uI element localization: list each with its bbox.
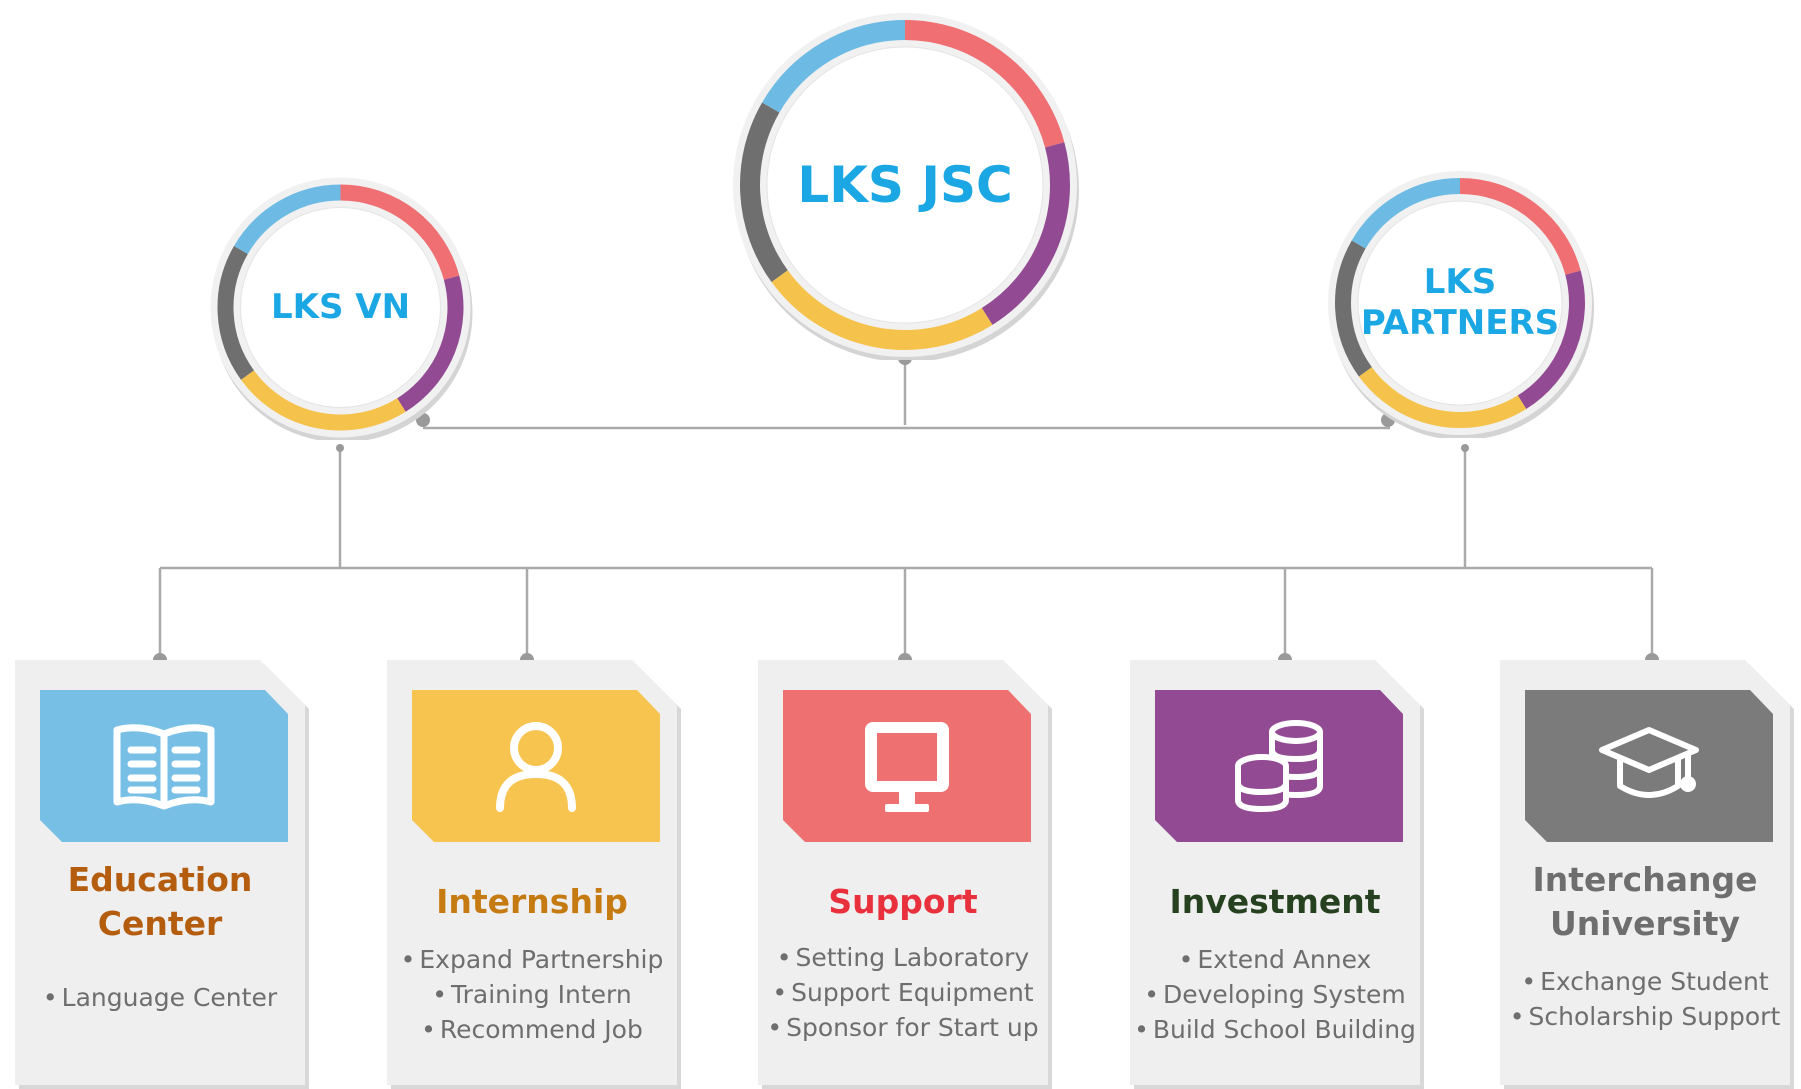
node-lks-partners: LKS PARTNERS <box>1325 168 1595 438</box>
ring-segment <box>233 184 341 255</box>
card-education-center: Education Center Language Center <box>15 660 309 1089</box>
list-item: Recommend Job <box>387 1012 677 1047</box>
card-item-list: Expand Partnership Training Intern Recom… <box>387 942 677 1047</box>
user-icon <box>412 690 660 842</box>
coins-icon <box>1155 690 1403 842</box>
card-item-list: Setting Laboratory Support Equipment Spo… <box>758 940 1048 1045</box>
ring-segment <box>1358 366 1527 428</box>
card-support: Support Setting Laboratory Support Equip… <box>758 660 1052 1089</box>
list-item: Exchange Student <box>1500 964 1790 999</box>
ring-segment <box>340 184 460 280</box>
card-title: Investment <box>1169 882 1381 921</box>
ring-inner-disc <box>240 207 441 408</box>
list-item: Sponsor for Start up <box>758 1010 1048 1045</box>
list-item: Setting Laboratory <box>758 940 1048 975</box>
monitor-icon <box>783 690 1031 842</box>
ring-inner-disc <box>1357 200 1563 406</box>
ring-segment <box>1335 240 1372 377</box>
connector-dot <box>336 444 344 452</box>
node-label-lks-jsc: LKS JSC <box>797 156 1013 214</box>
list-item: Scholarship Support <box>1500 999 1790 1034</box>
list-item: Developing System <box>1130 977 1420 1012</box>
ring-segment <box>740 102 788 282</box>
list-item: Training Intern <box>387 977 677 1012</box>
ring-segment <box>397 275 464 412</box>
list-item: Expand Partnership <box>387 942 677 977</box>
book-icon <box>40 690 288 842</box>
ring-segment <box>981 142 1070 325</box>
card-internship: Internship Expand Partnership Training I… <box>387 660 681 1089</box>
list-item: Extend Annex <box>1130 942 1420 977</box>
ring-segment <box>1517 270 1585 410</box>
node-label-lks-vn: LKS VN <box>270 287 411 328</box>
card-item-list: Extend Annex Developing System Build Sch… <box>1130 942 1420 1047</box>
node-lks-jsc: LKS JSC <box>730 10 1080 360</box>
card-title: Education Center <box>67 860 253 943</box>
card-title: Interchange University <box>1532 860 1758 943</box>
list-item: Support Equipment <box>758 975 1048 1010</box>
card-interchange-university: Interchange University Exchange Student … <box>1500 660 1794 1089</box>
card-item-list: Exchange Student Scholarship Support <box>1500 964 1790 1034</box>
ring-segment <box>217 246 255 380</box>
card-title: Internship <box>436 882 628 921</box>
node-label-lks-partners: LKS PARTNERS <box>1360 262 1560 343</box>
ring-segment <box>771 270 993 350</box>
ring-segment <box>240 370 406 431</box>
card-investment: Investment Extend Annex Developing Syste… <box>1130 660 1424 1089</box>
ring-segment <box>1459 178 1581 275</box>
ring-segment <box>762 20 906 113</box>
node-lks-vn: LKS VN <box>208 175 473 440</box>
card-item-list: Language Center <box>15 980 305 1015</box>
ring-segment <box>1351 178 1461 249</box>
list-item: Build School Building <box>1130 1012 1420 1047</box>
list-item: Language Center <box>15 980 305 1015</box>
ring-inner-disc <box>766 46 1044 324</box>
card-title: Support <box>828 882 978 921</box>
graduation-cap-icon <box>1525 690 1773 842</box>
connector-dot <box>1461 444 1469 452</box>
card-color-band <box>1525 690 1773 842</box>
ring-segment <box>904 20 1065 148</box>
